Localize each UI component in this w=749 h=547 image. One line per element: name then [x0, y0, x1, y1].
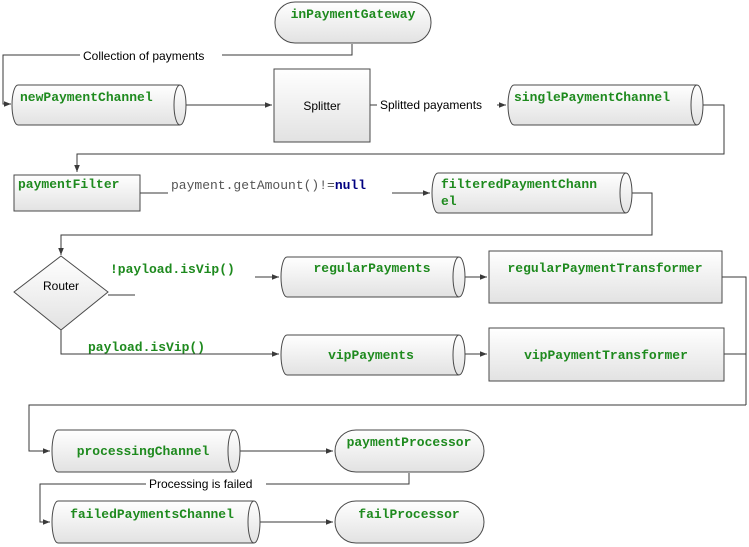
node-regular-payment-transformer: regularPaymentTransformer: [488, 250, 723, 304]
svg-text:vipPaymentTransformer: vipPaymentTransformer: [524, 348, 688, 363]
svg-text:paymentProcessor: paymentProcessor: [347, 435, 472, 450]
node-fail-processor: failProcessor: [334, 500, 485, 544]
edge-router-to-vip: [60, 330, 279, 357]
node-vip-payments: vipPayments: [280, 334, 466, 376]
edge-gateway-to-new-channel: [2, 44, 353, 107]
node-in-payment-gateway: inPaymentGateway: [274, 1, 432, 44]
edge-processor-to-failed-channel: [39, 473, 410, 525]
node-single-payment-channel: singlePaymentChannel: [507, 84, 704, 126]
svg-text:el: el: [441, 194, 457, 209]
edge-label-not-vip: !payload.isVip(): [110, 262, 235, 277]
node-regular-payments: regularPayments: [280, 256, 466, 298]
edge-regular-transformer-to-processing: [722, 276, 747, 405]
svg-text:failedPaymentsChannel: failedPaymentsChannel: [70, 507, 234, 522]
svg-text:singlePaymentChannel: singlePaymentChannel: [514, 90, 670, 105]
svg-text:Router: Router: [43, 279, 79, 293]
edge-filtered-channel-to-router: [58, 192, 653, 255]
node-processing-channel: processingChannel: [51, 429, 241, 473]
svg-text:regularPayments: regularPayments: [313, 261, 430, 276]
svg-text:paymentFilter: paymentFilter: [18, 177, 119, 192]
svg-text:regularPaymentTransformer: regularPaymentTransformer: [507, 261, 702, 276]
svg-text:inPaymentGateway: inPaymentGateway: [291, 7, 416, 22]
filter-expr-text: payment.getAmount()!=: [171, 178, 335, 193]
svg-text:processingChannel: processingChannel: [77, 444, 210, 459]
svg-text:Splitter: Splitter: [303, 99, 340, 113]
svg-text:vipPayments: vipPayments: [328, 348, 414, 363]
node-new-payment-channel: newPaymentChannel: [11, 84, 187, 126]
edge-label-is-vip: payload.isVip(): [88, 340, 205, 355]
edge-label-filter-expr: payment.getAmount()!=null: [171, 178, 366, 193]
node-payment-processor: paymentProcessor: [334, 429, 485, 473]
edge-label-splitted: Splitted payaments: [380, 98, 482, 112]
edge-label-collection: Collection of payments: [83, 49, 204, 63]
node-vip-payment-transformer: vipPaymentTransformer: [488, 327, 725, 382]
filter-expr-null: null: [335, 178, 366, 193]
edge-single-channel-to-filter: [74, 104, 725, 172]
svg-text:newPaymentChannel: newPaymentChannel: [20, 90, 153, 105]
node-failed-payments-channel: failedPaymentsChannel: [51, 500, 261, 544]
svg-text:filteredPaymentChann: filteredPaymentChann: [441, 177, 597, 192]
node-filtered-payment-channel: filteredPaymentChann el: [431, 172, 633, 214]
node-payment-filter: paymentFilter: [13, 174, 141, 212]
svg-text:failProcessor: failProcessor: [358, 507, 459, 522]
edge-merge-to-processing: [28, 404, 746, 454]
node-splitter: Splitter: [273, 68, 371, 143]
node-router: Router: [13, 255, 109, 331]
edge-label-processing-failed: Processing is failed: [149, 477, 252, 491]
